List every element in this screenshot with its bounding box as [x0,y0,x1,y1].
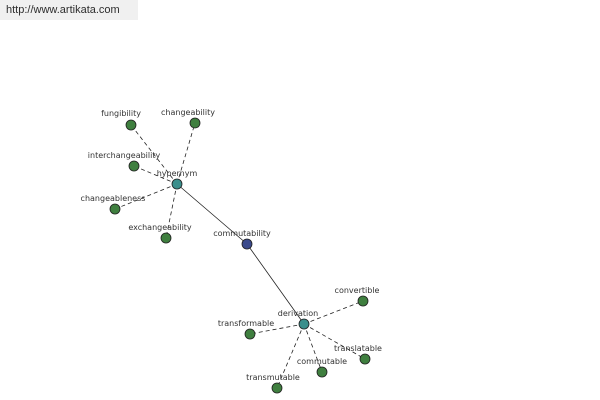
node-exchangeability[interactable] [160,232,172,244]
nodes-layer [109,117,371,394]
node-transformable[interactable] [244,328,256,340]
edge-commutability-derivation [246,243,305,325]
edge-derivation-convertible [303,300,364,325]
label-convertible: convertible [335,286,380,295]
edges-layer [114,122,366,389]
label-transmutable: transmutable [246,373,300,382]
label-hypernym: hypernym [157,169,198,178]
edge-derivation-transformable [249,323,305,335]
label-derivation: derivation [278,309,318,318]
label-translatable: translatable [334,344,382,353]
label-exchangeability: exchangeability [128,223,192,232]
label-fungibility: fungibility [101,109,141,118]
edge-hypernym-changeability [176,122,196,185]
node-changeability[interactable] [189,117,201,129]
edge-hypernym-fungibility [130,124,178,185]
edge-commutability-hypernym [176,183,248,245]
label-commutable: commutable [297,357,347,366]
node-fungibility[interactable] [125,119,137,131]
label-commutability: commutability [213,229,271,238]
node-commutability[interactable] [241,238,253,250]
edge-derivation-translatable [303,323,366,360]
edge-hypernym-interchangeability [133,165,178,185]
edge-derivation-transmutable [276,323,305,389]
node-derivation[interactable] [298,318,310,330]
node-convertible[interactable] [357,295,369,307]
edge-hypernym-exchangeability [165,183,178,239]
labels-layer: commutability hypernym derivation fungibili… [81,108,383,382]
node-hypernym[interactable] [171,178,183,190]
label-transformable: transformable [218,319,274,328]
label-changeability: changeability [161,108,215,117]
edge-derivation-commutable [303,323,323,373]
node-commutable[interactable] [316,366,328,378]
watermark-url: http://www.artikata.com [0,0,138,20]
node-changeableness[interactable] [109,203,121,215]
label-changeableness: changeableness [81,194,146,203]
node-interchangeability[interactable] [128,160,140,172]
node-transmutable[interactable] [271,382,283,394]
label-interchangeability: interchangeability [88,151,161,160]
node-translatable[interactable] [359,353,371,365]
